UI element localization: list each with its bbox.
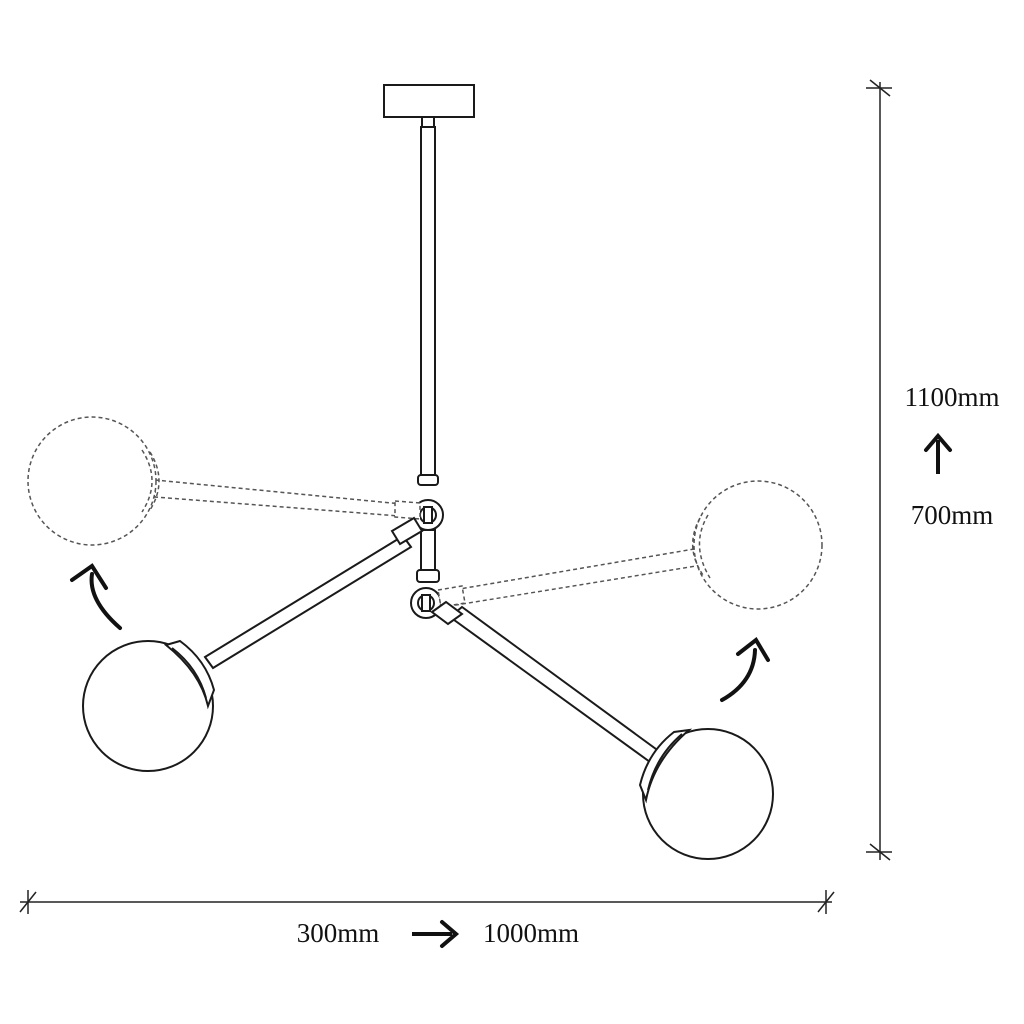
rotate-left-arm-icon	[70, 563, 122, 630]
height-dimension-line	[866, 79, 892, 861]
right-arm	[430, 600, 774, 860]
arrow-right-icon	[412, 920, 460, 948]
width-dimension-line	[19, 890, 835, 914]
center-rod	[416, 116, 440, 583]
right-arm-alternate-position	[437, 480, 823, 610]
rotate-right-arm-icon	[720, 637, 770, 702]
width-min-label: 300mm	[297, 918, 380, 948]
arrow-up-icon	[924, 432, 952, 474]
height-min-label: 700mm	[911, 500, 994, 530]
ceiling-canopy	[383, 84, 475, 118]
left-arm-alternate-position	[27, 416, 421, 546]
width-max-label: 1000mm	[483, 918, 579, 948]
left-arm	[82, 516, 424, 772]
height-max-label: 1100mm	[904, 382, 999, 412]
